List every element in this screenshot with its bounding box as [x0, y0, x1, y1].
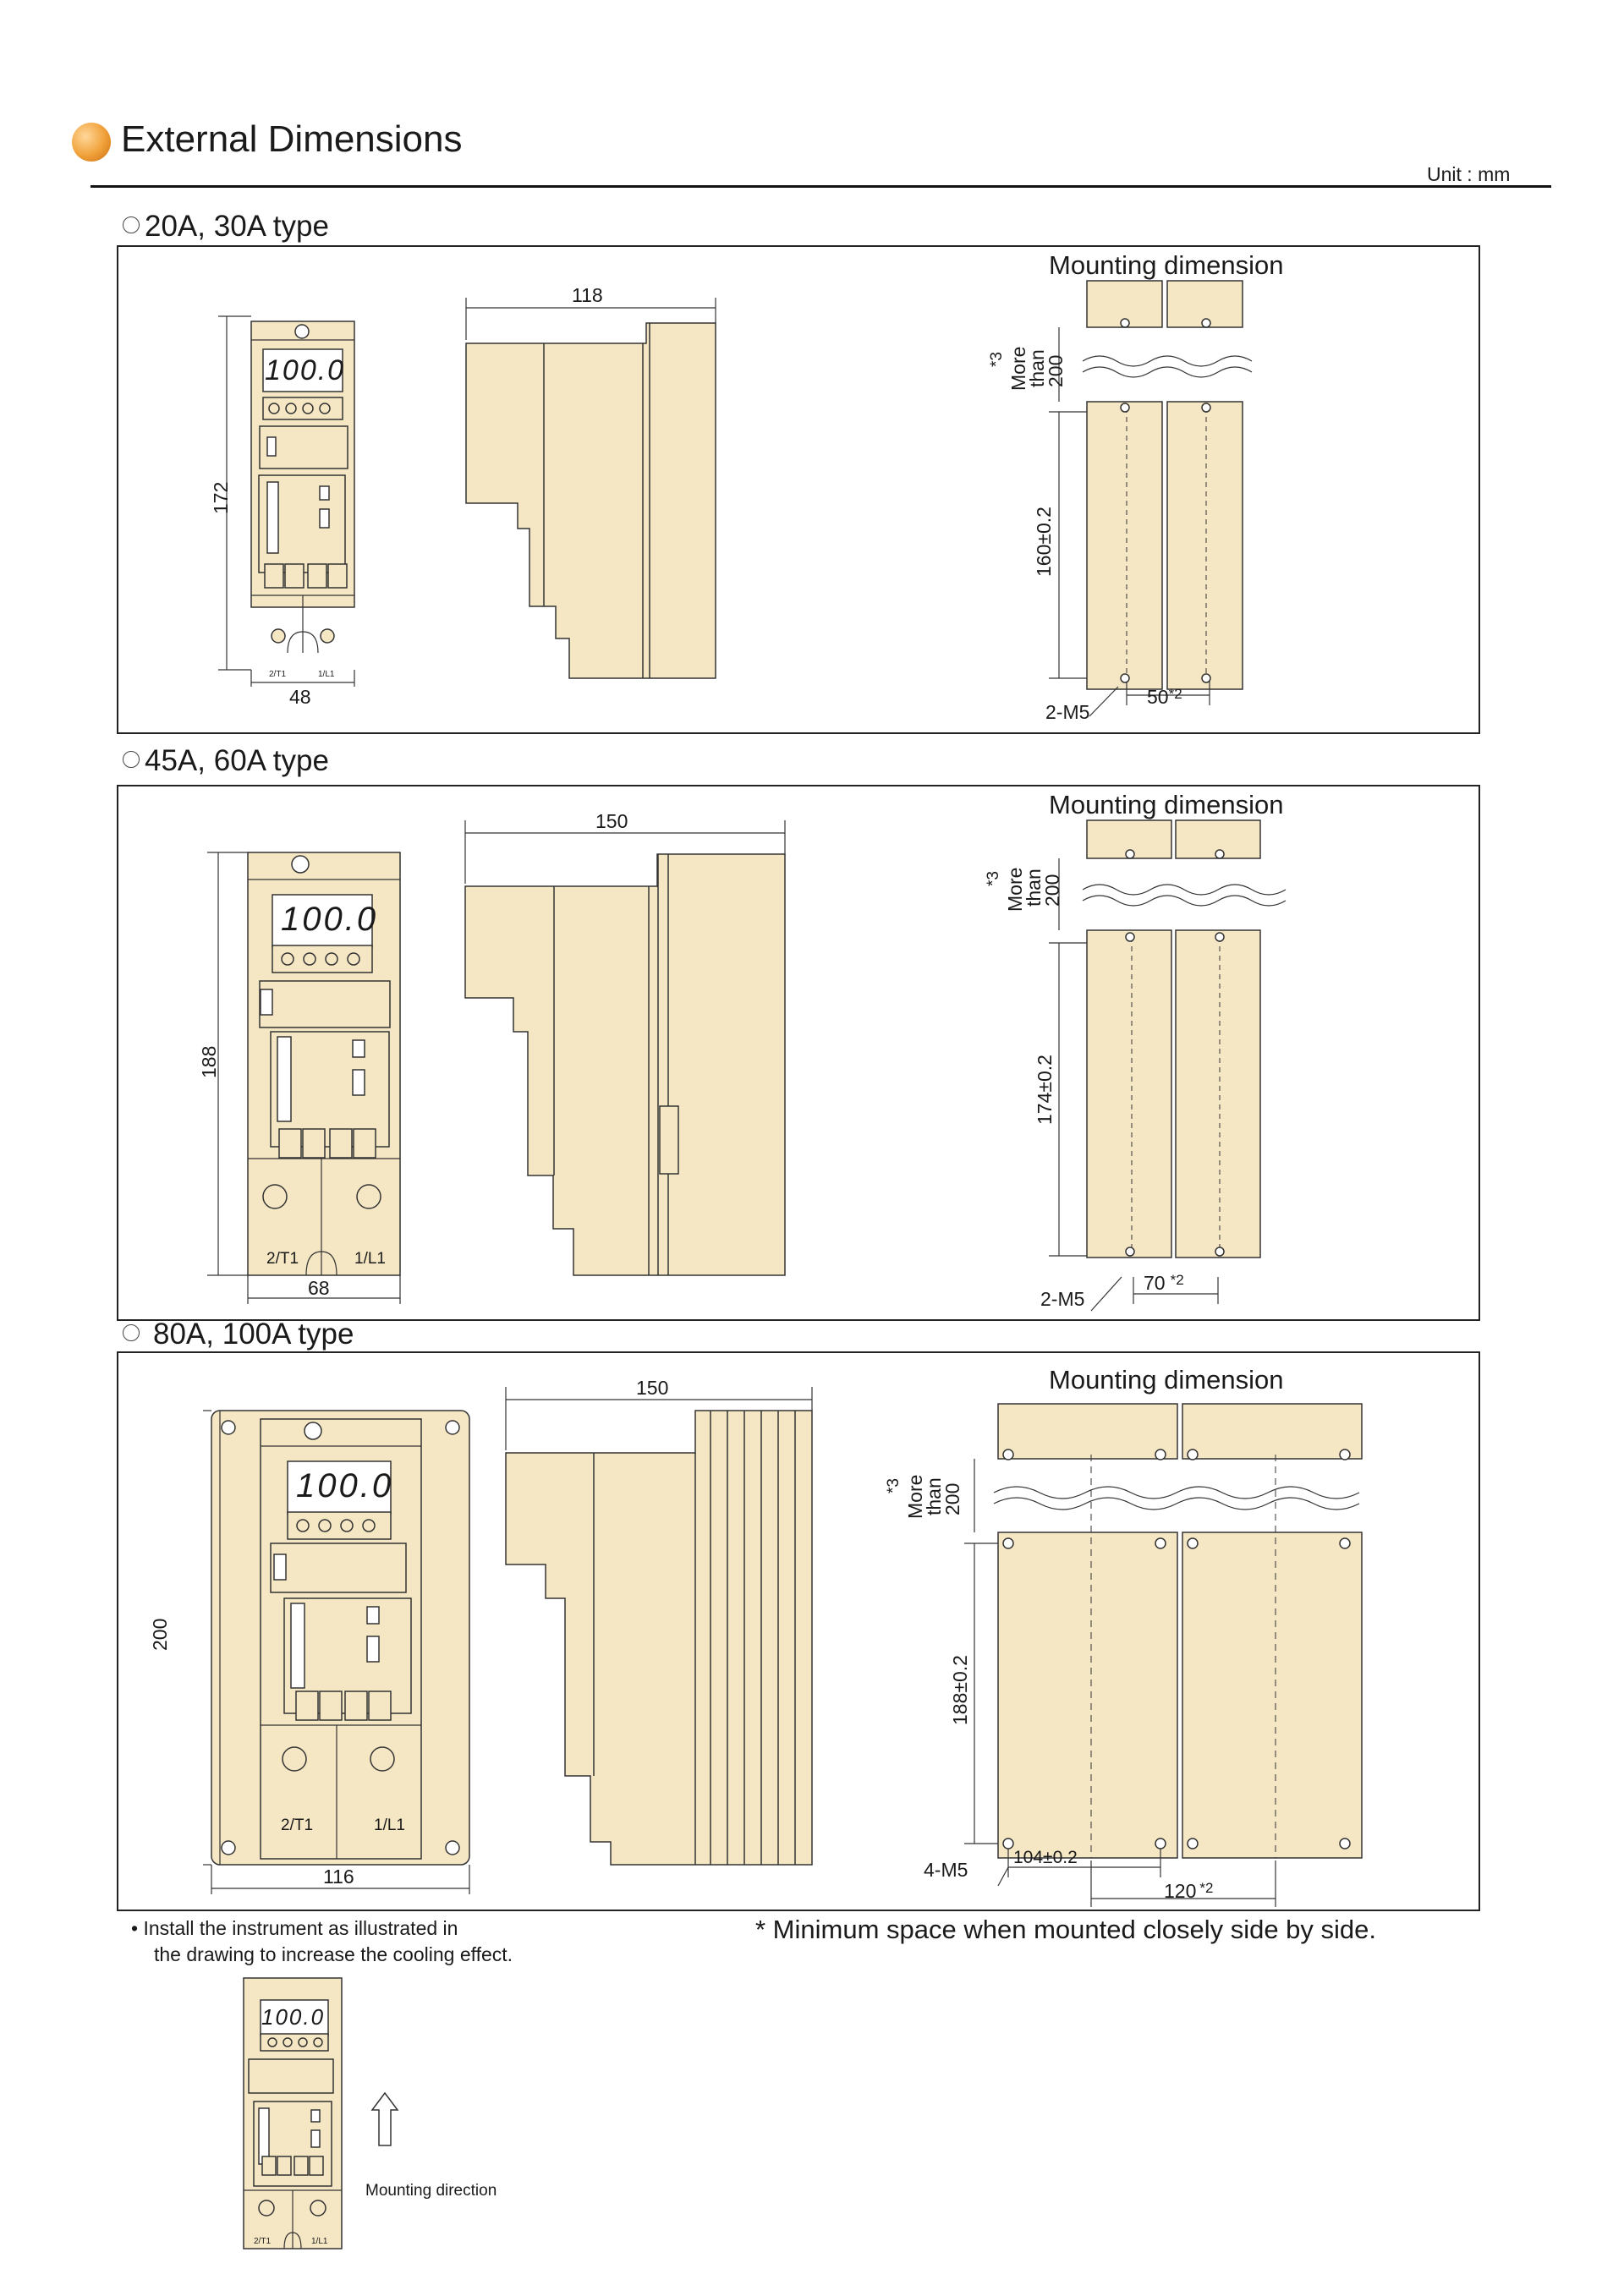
clearance-note: *3: [885, 1478, 903, 1493]
mount-title: Mounting dimension: [1049, 250, 1284, 280]
display-window: [262, 348, 343, 392]
dim-screws: 2-M5: [1040, 1288, 1085, 1310]
page-title: External Dimensions: [121, 118, 463, 160]
mount-plate-upper-right: [1182, 1403, 1363, 1460]
dim-mount-pitch: 50*2: [1147, 686, 1182, 708]
dim-screws: 4-M5: [924, 1859, 968, 1881]
panel-20a-30a: 100.0 2/T1 1/L1 48 172 118 Mounting dime…: [117, 245, 1480, 734]
mounting-direction-diagram: [243, 1977, 399, 2249]
title-divider: [91, 185, 1551, 188]
section-label-45a-60a: 45A, 60A type: [123, 744, 329, 778]
mount-plate-right: [1166, 401, 1243, 690]
mount-plate-upper-left: [997, 1403, 1178, 1460]
minimum-space-note: * Minimum space when mounted closely sid…: [755, 1915, 1377, 1944]
side-view-body: [505, 1410, 813, 1866]
side-view-body: [465, 322, 716, 679]
display-reading: 100.0: [265, 354, 346, 386]
mount-plate-right: [1182, 1532, 1363, 1859]
terminal-label-in: 1/L1: [374, 1817, 405, 1834]
terminal-label-out: 2/T1: [266, 1250, 299, 1268]
side-view-body: [464, 853, 786, 1276]
terminal-label-out: 2/T1: [281, 1817, 314, 1834]
section-circle-icon: [123, 750, 140, 768]
dim-mount-pitch: 70*2: [1144, 1272, 1184, 1294]
drawing-45a-60a: [207, 819, 1287, 1312]
dim-height: 188: [198, 1045, 220, 1078]
clearance-value: 200: [941, 1482, 963, 1515]
upper-cover: [270, 1543, 407, 1593]
mount-plate-left: [1086, 929, 1172, 1258]
section-circle-icon: [123, 216, 140, 233]
install-note-line2: the drawing to increase the cooling effe…: [154, 1943, 513, 1965]
mini-display-reading: 100.0: [261, 2004, 326, 2030]
unit-label: Unit : mm: [1427, 163, 1511, 185]
mounting-direction-label: Mounting direction: [365, 2182, 497, 2200]
panel-45a-60a: 100.0 2/T1 1/L1 68 188 150 Mounting dime…: [117, 785, 1480, 1321]
mount-title: Mounting dimension: [1049, 790, 1284, 819]
clearance-note: *3: [985, 871, 1002, 886]
panel-80a-100a: 100.0 2/T1 1/L1 116 200 150 Mounting dim…: [117, 1351, 1480, 1911]
display-reading: 100.0: [281, 901, 379, 938]
drawing-80a-100a: [203, 1387, 1363, 1907]
mount-title: Mounting dimension: [1049, 1365, 1284, 1395]
dim-depth: 150: [595, 810, 628, 832]
install-note-line1: • Install the instrument as illustrated …: [131, 1917, 458, 1939]
drawing-20a-30a: [218, 280, 1253, 717]
dim-depth: 118: [572, 284, 603, 306]
display-window: [272, 894, 373, 948]
title-bullet-icon: [72, 123, 111, 162]
section-label-20a-30a: 20A, 30A type: [123, 210, 329, 244]
section-circle-icon: [123, 1323, 140, 1341]
dim-height: 200: [149, 1618, 171, 1651]
terminal-label-out: 2/T1: [269, 670, 287, 679]
mount-plate-left: [997, 1532, 1178, 1859]
up-arrow-icon: [370, 2091, 399, 2146]
upper-cover: [259, 980, 391, 1028]
mount-plate-left: [1086, 401, 1163, 690]
mini-terminal-in: 1/L1: [311, 2237, 328, 2246]
mini-terminal-out: 2/T1: [254, 2237, 272, 2246]
dim-mount-hole-pitch: 104±0.2: [1013, 1848, 1078, 1867]
dim-width: 116: [323, 1866, 354, 1888]
dim-height: 172: [210, 481, 232, 514]
display-reading: 100.0: [296, 1467, 394, 1504]
dim-width: 68: [308, 1277, 330, 1299]
terminal-label-in: 1/L1: [354, 1250, 386, 1268]
section-label-80a-100a: 80A, 100A type: [123, 1318, 354, 1351]
dim-width: 48: [289, 686, 311, 708]
dim-mount-pitch: 120*2: [1164, 1880, 1214, 1902]
clearance-note: *3: [988, 352, 1006, 367]
terminal-label-in: 1/L1: [318, 670, 335, 679]
display-window: [287, 1460, 392, 1515]
dim-screws: 2-M5: [1045, 701, 1090, 723]
dim-mount-vertical: 188±0.2: [949, 1655, 971, 1725]
dim-mount-vertical: 160±0.2: [1033, 507, 1055, 577]
dim-depth: 150: [636, 1377, 669, 1399]
mount-plate-right: [1175, 929, 1261, 1258]
clearance-value: 200: [1045, 354, 1067, 387]
dim-mount-vertical: 174±0.2: [1034, 1055, 1056, 1125]
clearance-value: 200: [1041, 874, 1063, 907]
